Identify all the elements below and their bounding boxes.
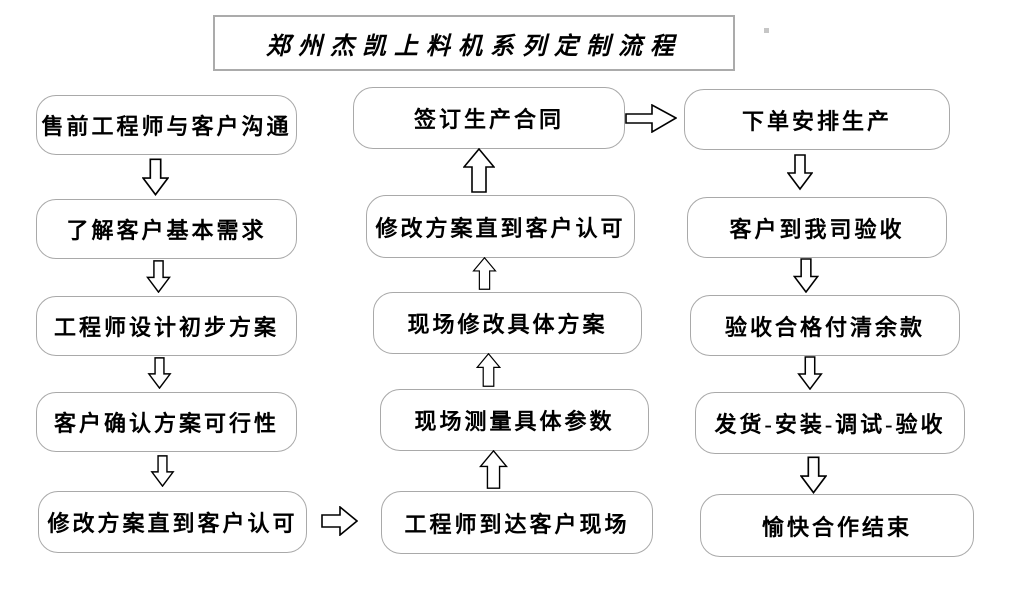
node-ship-install-debug-accept: 发货-安装-调试-验收 bbox=[695, 392, 965, 454]
node-label: 客户到我司验收 bbox=[729, 216, 905, 242]
right-arrow-icon bbox=[625, 104, 677, 133]
node-place-order-production: 下单安排生产 bbox=[684, 89, 950, 150]
node-label: 修改方案直到客户认可 bbox=[47, 511, 298, 536]
node-onsite-measure-params: 现场测量具体参数 bbox=[380, 389, 649, 451]
down-arrow-icon bbox=[150, 455, 175, 487]
node-label: 修改方案直到客户认可 bbox=[375, 215, 626, 241]
up-arrow-icon bbox=[478, 450, 509, 489]
node-understand-needs: 了解客户基本需求 bbox=[36, 199, 297, 259]
node-label: 愉快合作结束 bbox=[761, 514, 912, 540]
node-initial-design: 工程师设计初步方案 bbox=[36, 296, 297, 356]
down-arrow-icon bbox=[142, 158, 169, 196]
down-arrow-icon bbox=[787, 153, 813, 191]
up-arrow-icon bbox=[473, 353, 504, 387]
down-arrow-icon bbox=[800, 456, 827, 494]
down-arrow-icon bbox=[147, 357, 172, 389]
node-label: 下单安排生产 bbox=[741, 108, 892, 134]
node-label: 验收合格付清余款 bbox=[724, 314, 925, 340]
node-customer-acceptance-visit: 客户到我司验收 bbox=[687, 197, 947, 258]
node-presale-communication: 售前工程师与客户沟通 bbox=[36, 95, 297, 155]
flowchart-title-text: 郑州杰凯上料机系列定制流程 bbox=[266, 33, 682, 60]
node-pay-balance: 验收合格付清余款 bbox=[690, 295, 960, 356]
flowchart-title: 郑州杰凯上料机系列定制流程 bbox=[213, 15, 735, 71]
node-label: 现场修改具体方案 bbox=[407, 312, 608, 337]
down-arrow-icon bbox=[793, 258, 819, 293]
node-label: 工程师到达客户现场 bbox=[404, 511, 630, 537]
node-confirm-feasibility: 客户确认方案可行性 bbox=[36, 392, 297, 452]
node-label: 了解客户基本需求 bbox=[66, 218, 267, 243]
node-revise-until-approved-2: 修改方案直到客户认可 bbox=[366, 195, 635, 258]
node-label: 工程师设计初步方案 bbox=[53, 315, 279, 340]
up-arrow-icon bbox=[469, 257, 500, 290]
node-engineer-arrive-site: 工程师到达客户现场 bbox=[381, 491, 653, 554]
node-label: 售前工程师与客户沟通 bbox=[41, 114, 292, 139]
node-revise-until-approved: 修改方案直到客户认可 bbox=[38, 491, 307, 553]
node-label: 客户确认方案可行性 bbox=[53, 411, 279, 436]
up-arrow-icon bbox=[463, 148, 495, 193]
stray-mark bbox=[764, 28, 769, 33]
node-label: 现场测量具体参数 bbox=[414, 409, 615, 434]
node-sign-contract: 签订生产合同 bbox=[353, 87, 625, 149]
right-arrow-icon bbox=[321, 506, 358, 536]
node-onsite-modify-plan: 现场修改具体方案 bbox=[373, 292, 642, 354]
down-arrow-icon bbox=[146, 260, 171, 293]
node-label: 签订生产合同 bbox=[413, 107, 564, 132]
down-arrow-icon bbox=[797, 356, 823, 390]
node-label: 发货-安装-调试-验收 bbox=[714, 412, 946, 437]
node-happy-cooperation-end: 愉快合作结束 bbox=[700, 494, 974, 557]
